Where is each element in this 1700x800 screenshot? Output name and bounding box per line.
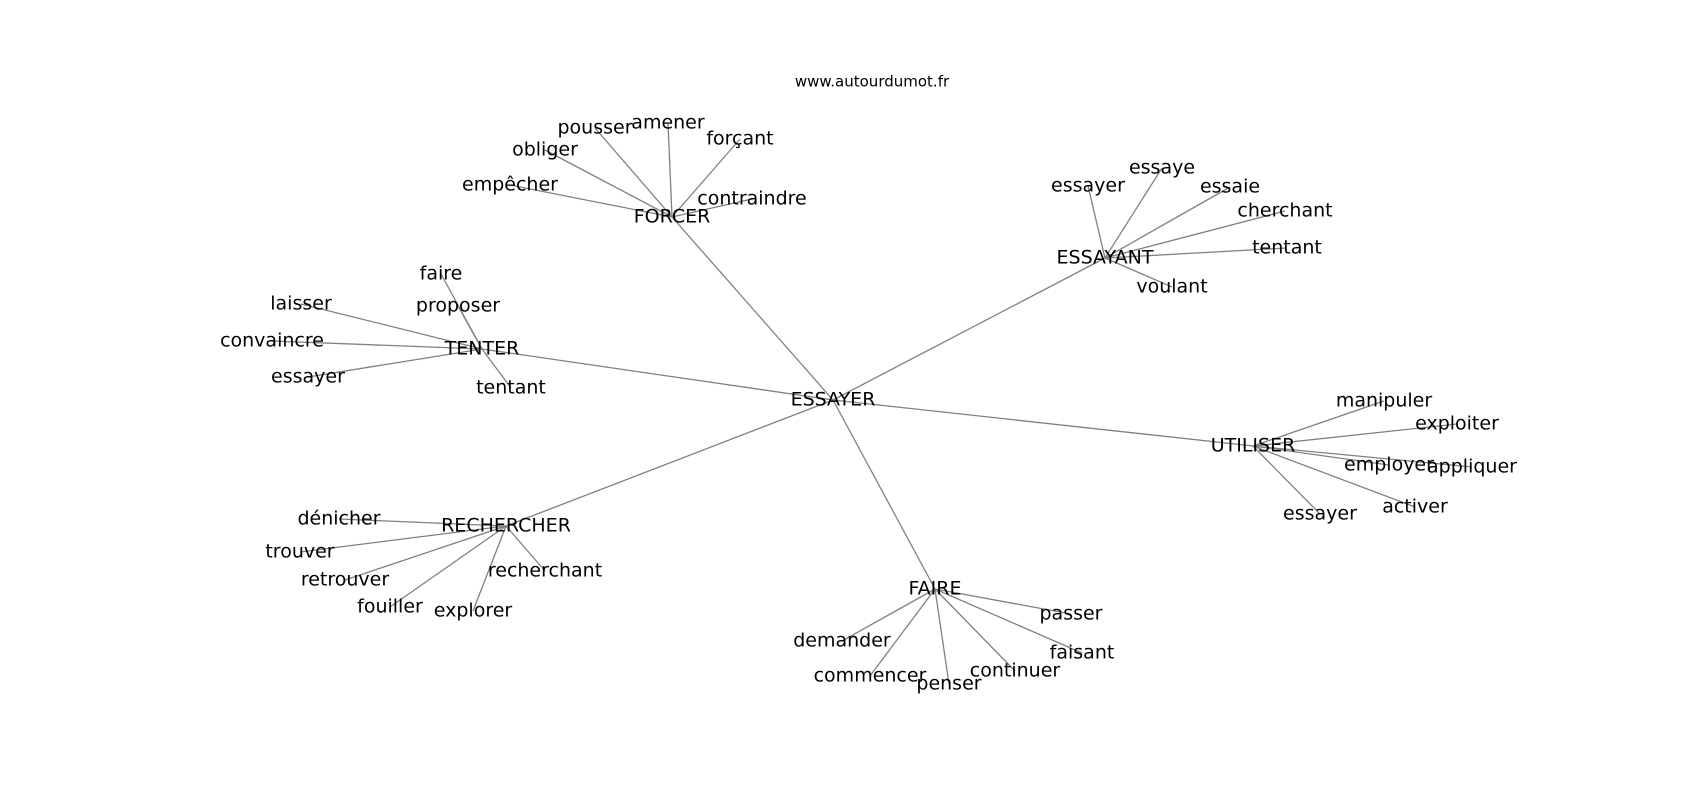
word-essayant-essayer[interactable]: essayer [1051, 175, 1125, 197]
edge-rechercher-retrouver [344, 525, 507, 581]
word-tenter-tentant[interactable]: tentant [476, 377, 546, 399]
hub-word-rechercher[interactable]: RECHERCHER [441, 515, 571, 537]
edge-tenter-proposer [457, 305, 483, 350]
word-tenter-faire[interactable]: faire [420, 263, 463, 285]
word-utiliser-appliquer[interactable]: appliquer [1427, 456, 1517, 478]
edge-center-utiliser [832, 399, 1254, 447]
edge-forcer-forcant [671, 138, 741, 218]
word-essayant-essaie[interactable]: essaie [1200, 176, 1260, 198]
word-forcer-pousser[interactable]: pousser [557, 117, 632, 139]
source-url: www.autourdumot.fr [795, 73, 950, 91]
edge-essayant-voulant [1104, 257, 1173, 288]
word-rechercher-denicher[interactable]: dénicher [297, 508, 380, 530]
word-tenter-essayer[interactable]: essayer [271, 366, 345, 388]
edge-essayant-essaie [1104, 186, 1231, 259]
word-rechercher-fouiller[interactable]: fouiller [357, 596, 423, 618]
edge-essayant-essaye [1104, 167, 1163, 259]
edge-center-essayant [832, 257, 1106, 401]
word-forcer-contraindre[interactable]: contraindre [697, 188, 806, 210]
center-word[interactable]: ESSAYER [791, 389, 876, 411]
edge-faire-continuer [934, 588, 1016, 672]
word-forcer-empecher[interactable]: empêcher [462, 174, 558, 196]
edge-faire-commencer [869, 588, 936, 677]
edge-tenter-convaincre [271, 340, 483, 350]
edge-forcer-pousser [594, 127, 673, 218]
word-rechercher-explorer[interactable]: explorer [434, 600, 513, 622]
word-essayant-voulant[interactable]: voulant [1136, 276, 1207, 298]
word-essayant-tentant[interactable]: tentant [1252, 237, 1322, 259]
edge-forcer-amener [667, 122, 673, 218]
word-faire-continuer[interactable]: continuer [970, 660, 1061, 682]
edge-center-tenter [481, 348, 834, 401]
word-rechercher-recherchant[interactable]: recherchant [488, 560, 602, 582]
edge-center-rechercher [505, 399, 834, 527]
edge-rechercher-trouver [299, 525, 507, 553]
edge-faire-passer [934, 588, 1072, 615]
word-forcer-amener[interactable]: amener [631, 112, 705, 134]
edge-essayant-essayer [1087, 185, 1106, 259]
hub-word-tenter[interactable]: TENTER [444, 338, 520, 360]
hub-word-utiliser[interactable]: UTILISER [1211, 435, 1296, 457]
hub-word-faire[interactable]: FAIRE [909, 578, 962, 600]
word-rechercher-trouver[interactable]: trouver [265, 541, 334, 563]
edge-forcer-obliger [544, 149, 673, 218]
edge-utiliser-activer [1252, 445, 1416, 508]
edge-tenter-tentant [481, 348, 512, 389]
edge-rechercher-recherchant [505, 525, 546, 572]
labels: www.autourdumot.fr ESSAYER FORCER empêcher… [220, 73, 1517, 695]
edge-faire-faisant [934, 588, 1083, 654]
word-utiliser-exploiter[interactable]: exploiter [1415, 413, 1499, 435]
edge-essayant-cherchant [1104, 210, 1286, 259]
edge-utiliser-employer [1252, 445, 1390, 466]
edge-forcer-empecher [509, 184, 673, 218]
word-utiliser-activer[interactable]: activer [1382, 496, 1448, 518]
word-essayant-cherchant[interactable]: cherchant [1237, 200, 1332, 222]
word-utiliser-employer[interactable]: employer [1344, 454, 1434, 476]
word-utiliser-manipuler[interactable]: manipuler [1336, 390, 1433, 412]
word-faire-passer[interactable]: passer [1039, 603, 1102, 625]
word-forcer-forcant[interactable]: forçant [706, 128, 773, 150]
edge-center-faire [832, 399, 936, 590]
edge-utiliser-exploiter [1252, 423, 1458, 447]
word-essayant-essaye[interactable]: essaye [1129, 157, 1195, 179]
word-faire-commencer[interactable]: commencer [814, 665, 927, 687]
word-utiliser-essayer[interactable]: essayer [1283, 503, 1357, 525]
hub-word-forcer[interactable]: FORCER [634, 206, 711, 228]
edge-rechercher-explorer [472, 525, 507, 612]
edge-rechercher-fouiller [389, 525, 507, 608]
edge-utiliser-appliquer [1252, 445, 1473, 468]
hub-word-essayant[interactable]: ESSAYANT [1057, 247, 1154, 269]
edge-forcer-contraindre [671, 198, 753, 218]
edge-rechercher-denicher [338, 518, 507, 527]
edge-essayant-tentant [1104, 247, 1288, 259]
word-rechercher-retrouver[interactable]: retrouver [301, 569, 390, 591]
edge-faire-penser [934, 588, 950, 685]
edge-faire-demander [841, 588, 936, 642]
edge-utiliser-essayer [1252, 445, 1321, 515]
edge-utiliser-manipuler [1252, 400, 1385, 447]
word-forcer-obliger[interactable]: obliger [512, 139, 578, 161]
word-faire-demander[interactable]: demander [793, 630, 891, 652]
edge-center-forcer [671, 216, 834, 401]
word-faire-faisant[interactable]: faisant [1050, 642, 1115, 664]
edge-tenter-laisser [300, 303, 483, 350]
word-tenter-laisser[interactable]: laisser [270, 293, 332, 315]
word-faire-penser[interactable]: penser [916, 673, 981, 695]
edges [271, 122, 1473, 685]
word-tenter-convaincre[interactable]: convaincre [220, 330, 324, 352]
word-tenter-proposer[interactable]: proposer [416, 295, 500, 317]
edge-tenter-essayer [307, 348, 483, 378]
